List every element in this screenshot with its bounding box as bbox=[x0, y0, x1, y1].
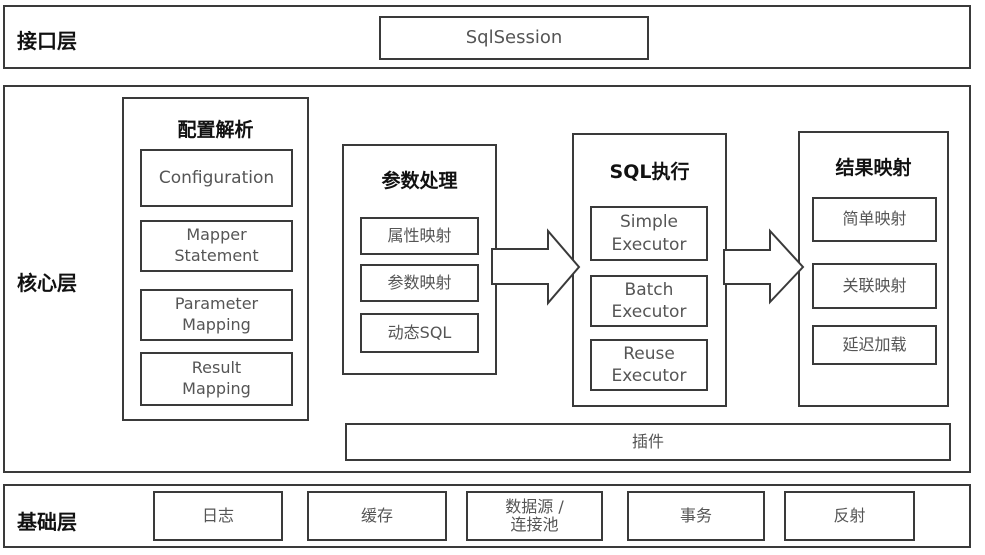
association-mapping-box: 关联映射 bbox=[812, 263, 937, 309]
sqlsession-box: SqlSession bbox=[379, 16, 649, 60]
dynamic-sql-box: 动态SQL bbox=[360, 313, 479, 353]
sql-execution-title: SQL执行 bbox=[609, 161, 690, 183]
core-layer: 核心层 配置解析 Configuration Mapper Statement … bbox=[3, 85, 971, 473]
interface-layer-label: 接口层 bbox=[17, 29, 77, 53]
sql-execution-group: SQL执行 Simple Executor Batch Executor Reu… bbox=[572, 133, 727, 407]
lazy-loading-box: 延迟加载 bbox=[812, 325, 937, 365]
base-layer-label: 基础层 bbox=[17, 510, 77, 534]
interface-layer: 接口层 SqlSession bbox=[3, 5, 971, 69]
result-mapping-title: 结果映射 bbox=[835, 157, 912, 179]
arrow-param-to-sql bbox=[491, 228, 581, 306]
property-mapping-box: 属性映射 bbox=[360, 217, 479, 255]
reuse-executor-box: Reuse Executor bbox=[590, 339, 708, 391]
reflection-box: 反射 bbox=[784, 491, 915, 541]
result-mapping-group: 结果映射 简单映射 关联映射 延迟加载 bbox=[798, 131, 949, 407]
plugin-box: 插件 bbox=[345, 423, 951, 461]
arrow-right-icon bbox=[723, 228, 805, 305]
transaction-box: 事务 bbox=[627, 491, 765, 541]
config-parsing-group: 配置解析 Configuration Mapper Statement Para… bbox=[122, 97, 309, 421]
arrow-right-icon bbox=[491, 228, 581, 306]
base-layer: 基础层 日志 缓存 数据源 / 连接池 事务 反射 bbox=[3, 484, 971, 548]
config-parsing-title: 配置解析 bbox=[177, 119, 254, 141]
param-processing-title: 参数处理 bbox=[381, 170, 458, 192]
arrow-sql-to-result bbox=[723, 228, 805, 305]
cache-box: 缓存 bbox=[307, 491, 447, 541]
core-layer-label: 核心层 bbox=[17, 271, 77, 295]
datasource-pool-box: 数据源 / 连接池 bbox=[466, 491, 603, 541]
result-mapping-box: Result Mapping bbox=[140, 352, 293, 406]
batch-executor-box: Batch Executor bbox=[590, 275, 708, 327]
configuration-box: Configuration bbox=[140, 149, 293, 207]
param-processing-group: 参数处理 属性映射 参数映射 动态SQL bbox=[342, 144, 497, 375]
mapper-statement-box: Mapper Statement bbox=[140, 220, 293, 272]
param-mapping-box: 参数映射 bbox=[360, 264, 479, 302]
simple-executor-box: Simple Executor bbox=[590, 206, 708, 261]
logging-box: 日志 bbox=[153, 491, 283, 541]
simple-mapping-box: 简单映射 bbox=[812, 197, 937, 242]
parameter-mapping-box: Parameter Mapping bbox=[140, 289, 293, 341]
